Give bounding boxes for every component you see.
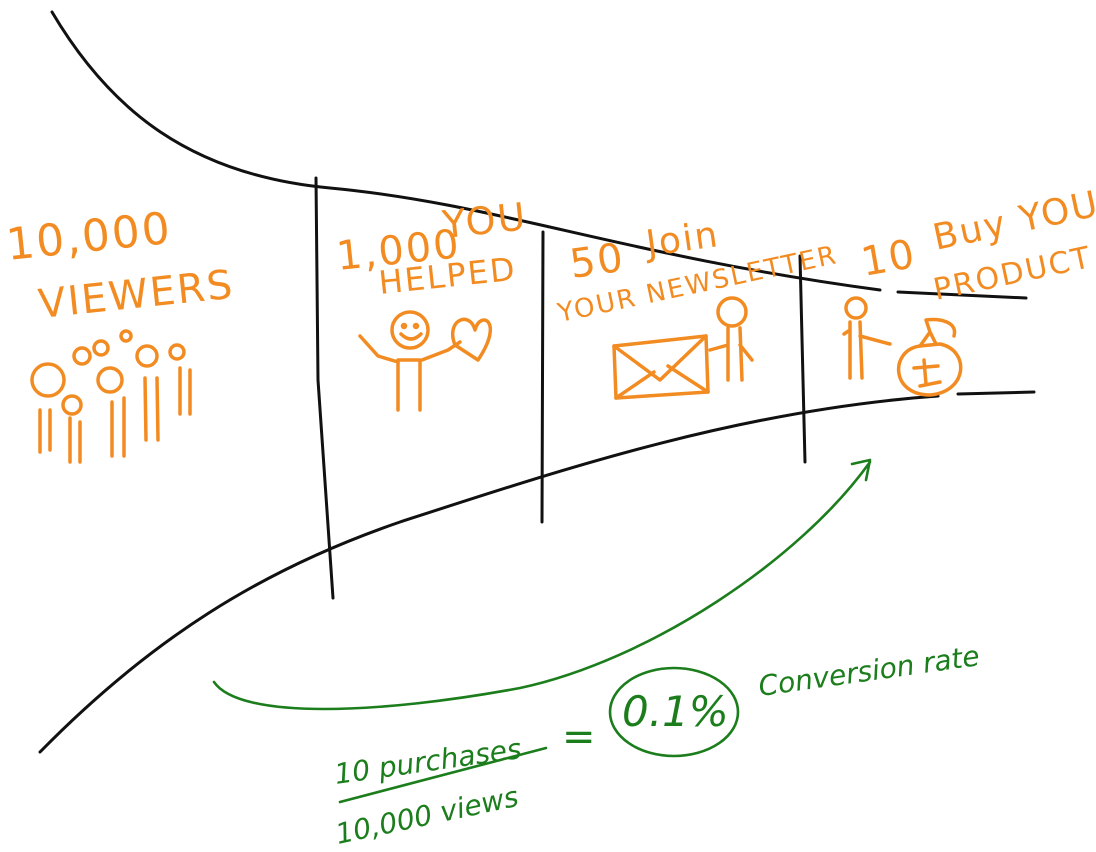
funnel-bottom-curve	[38, 394, 940, 754]
stage-viewers-count: 10,000	[4, 203, 174, 271]
person-money-bag-icon	[842, 296, 963, 397]
stage-purchase: 10 Buy YOUR PRODUCT	[842, 178, 1096, 397]
conversion-formula: 10 purchases 10,000 views = 0.1% Convers…	[332, 639, 981, 851]
formula-equals: =	[562, 714, 596, 760]
divider-2	[540, 230, 545, 524]
envelope-person-icon	[612, 296, 754, 400]
funnel-outline	[38, 10, 1036, 754]
conversion-rate-value: 0.1%	[622, 687, 729, 736]
stage-newsletter: 50 Join YOUR NEWSLETTER	[554, 214, 840, 400]
funnel-bottom-tail	[956, 390, 1036, 396]
conversion-arrow-curve	[212, 460, 872, 711]
stage-newsletter-label-1: Join	[642, 214, 722, 265]
stage-viewers-label: VIEWERS	[36, 262, 236, 328]
conversion-rate-label: Conversion rate	[756, 639, 981, 703]
crowd-icon	[30, 329, 192, 464]
funnel-top-curve	[50, 10, 882, 292]
divider-1	[314, 176, 335, 600]
conversion-arrowhead	[850, 458, 872, 482]
stage-helped-label-1: YOU	[439, 194, 529, 247]
conversion-arrow	[212, 458, 872, 711]
fraction-bar	[338, 746, 548, 804]
formula-denominator: 10,000 views	[333, 780, 522, 851]
divider-3	[798, 254, 807, 464]
stage-purchase-count: 10	[858, 231, 920, 286]
person-with-heart-icon	[358, 310, 492, 412]
stage-viewers: 10,000 VIEWERS	[4, 203, 236, 464]
stage-dividers	[314, 176, 807, 600]
funnel-top-tail	[896, 290, 1028, 300]
stage-newsletter-count: 50	[567, 235, 628, 288]
stage-helped: 1,000 YOU HELPED	[334, 194, 529, 412]
rate-circle	[608, 666, 740, 758]
